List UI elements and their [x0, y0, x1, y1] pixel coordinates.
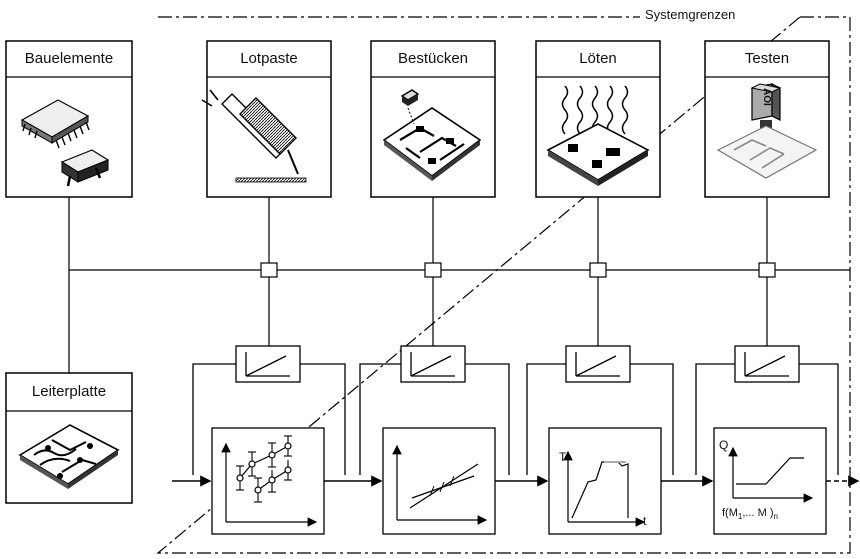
time-axis-label: t	[643, 514, 647, 528]
station-label-1: Lotpaste	[240, 50, 298, 67]
bus-node-4	[758, 262, 776, 278]
formula-subn: n	[773, 512, 778, 521]
solder-paste-dispenser-icon	[201, 89, 307, 183]
system-boundary	[156, 16, 851, 554]
formula-close: )	[769, 507, 774, 519]
quality-axis-label: Q	[719, 438, 729, 452]
pcb-icon	[18, 424, 120, 489]
control-loop-3	[526, 345, 674, 535]
formula-sub1: 1	[737, 512, 743, 521]
regression-plot	[392, 444, 488, 525]
bus-node-1	[260, 262, 278, 278]
pick-and-place-icon	[382, 89, 482, 181]
ic-chip-icon	[20, 99, 90, 149]
components-label: Bauelemente	[24, 50, 114, 67]
control-loop-2	[359, 345, 510, 535]
pcb-label: Leiterplatte	[31, 383, 107, 400]
formula-mid: ,... M	[742, 507, 767, 519]
control-loop-4	[695, 345, 839, 535]
control-loop-1	[192, 345, 346, 535]
aoi-camera-icon	[716, 83, 818, 179]
quality-function-plot	[728, 446, 814, 503]
system-boundary-label: Systemgrenzen	[641, 7, 740, 22]
station-label-4: Testen	[744, 50, 790, 67]
station-label-3: Löten	[579, 50, 617, 67]
temperature-axis-label: T	[559, 450, 567, 464]
temperature-profile-plot	[563, 450, 646, 527]
bus-node-3	[589, 262, 607, 278]
measurement-scatter-plot	[221, 435, 318, 527]
reflow-soldering-icon	[546, 85, 650, 186]
transistor-chip-icon	[60, 149, 110, 187]
bus-node-2	[424, 262, 442, 278]
station-label-2: Bestücken	[397, 50, 469, 67]
aoi-camera-text: AOI	[761, 88, 772, 106]
function-formula: f(M1,... M )n	[722, 507, 778, 521]
formula-f: f(M	[722, 507, 738, 519]
